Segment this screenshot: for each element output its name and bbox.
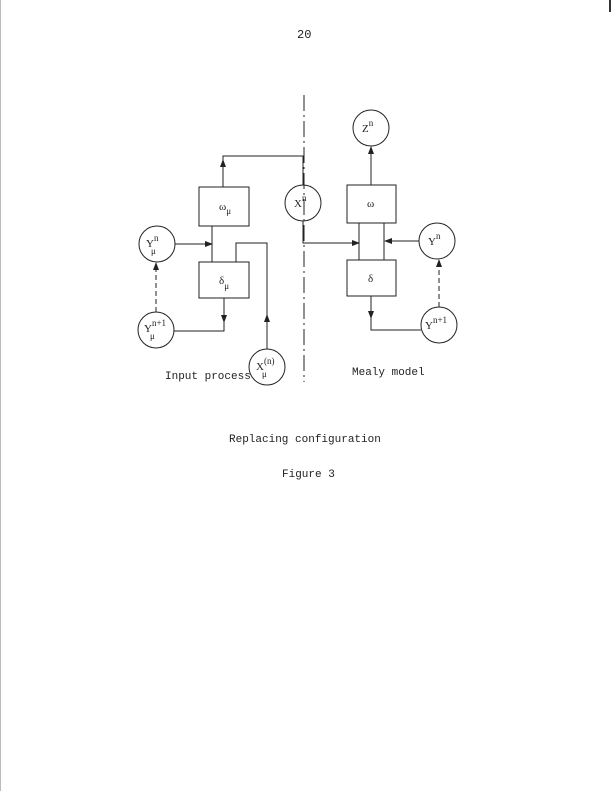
y-n-node	[418, 222, 456, 260]
page-edge-right	[609, 0, 611, 12]
svg-text:Xn: Xn	[294, 193, 307, 210]
y-mu-n-node	[138, 225, 176, 263]
omega-mu-box	[198, 186, 250, 227]
svg-text:ωμ: ωμ	[219, 201, 231, 216]
z-n-node	[352, 109, 390, 147]
svg-text:Zn: Zn	[362, 118, 374, 135]
svg-text:δμ: δμ	[219, 275, 229, 291]
svg-text:Yn+1: Yn+1	[425, 315, 447, 332]
mealy-model-label: Mealy model	[352, 367, 425, 379]
svg-text:X(n)μ: X(n)μ	[256, 356, 274, 379]
svg-text:δ: δ	[368, 273, 373, 285]
svg-text:Yn+1μ: Yn+1μ	[144, 318, 166, 341]
x-n-node	[284, 184, 322, 222]
svg-text:Yn: Yn	[428, 231, 441, 248]
x-mu-n-node	[248, 348, 286, 386]
input-process-label: Input process	[165, 371, 251, 383]
page-edge-left	[0, 0, 1, 791]
page-number: 20	[297, 28, 312, 42]
caption: Replacing configuration	[229, 434, 381, 446]
figure-label: Figure 3	[282, 469, 335, 481]
svg-text:ω: ω	[367, 198, 374, 210]
svg-text:Ynμ: Ynμ	[146, 233, 159, 256]
